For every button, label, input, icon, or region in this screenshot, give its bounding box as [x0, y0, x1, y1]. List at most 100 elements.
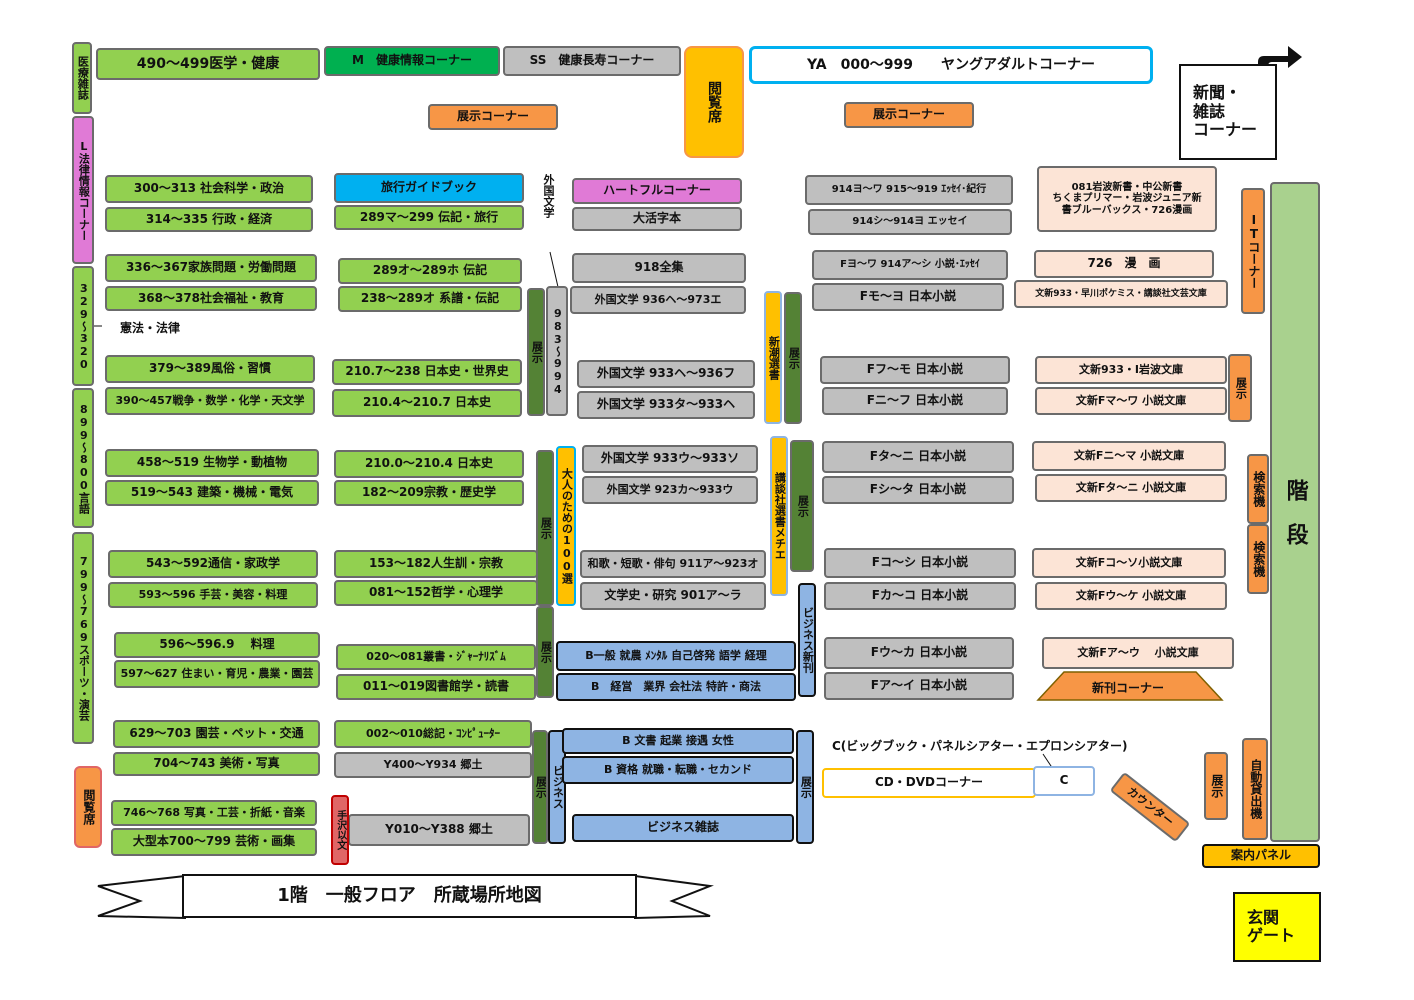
shelf-799-769: 799～769スポーツ・演芸: [72, 532, 94, 744]
hand-kanbun: 手沢以文: [331, 795, 349, 865]
display-right-2: 展示: [790, 440, 814, 572]
shelf-col4-10: Fカ～コ 日本小説: [824, 582, 1016, 610]
shelf-col3-10: 文学史・研究 901ア～ラ: [580, 582, 766, 610]
shelf-col1-2: 314～335 行政・経済: [105, 207, 313, 232]
heartful-corner: ハートフルコーナー: [572, 178, 742, 204]
page-title: 1階 一般フロア 所蔵場所地図: [182, 874, 637, 918]
shelf-col1-14: 704～743 美術・写真: [113, 752, 320, 776]
shelf-983-994: 983～994: [546, 286, 568, 416]
it-corner: ITコーナー: [1241, 188, 1265, 314]
display-mid-3: 展示: [536, 606, 554, 698]
shelf-899-800: 899～800言語: [72, 388, 94, 528]
manga-shelf: 726 漫 画: [1034, 250, 1214, 278]
shelf-col3-9: 和歌・短歌・俳句 911ア～923オ: [580, 550, 766, 578]
display-right-1: 展示: [784, 292, 802, 424]
cd-dvd-corner: CD・DVDコーナー: [822, 768, 1036, 798]
search-terminal-2: 検索機: [1247, 524, 1269, 594]
search-terminal-1: 検索機: [1247, 454, 1269, 524]
shelf-col2-7: 210.0～210.4 日本史: [334, 450, 524, 478]
shelf-col1-16: 大型本700～799 芸術・画集: [111, 828, 317, 856]
shelf-col1-13: 629～703 園芸・ペット・交通: [113, 720, 320, 748]
foreign-lit-label: 外国文学: [542, 174, 555, 218]
shelf-col1-11: 596～596.9 料理: [114, 632, 320, 658]
shelf-col5-4: 文新933・I岩波文庫: [1035, 356, 1227, 384]
display-wall: 展示: [1228, 354, 1252, 422]
display-bottom-right: 展示: [1204, 752, 1228, 820]
m-health-corner: M 健康情報コーナー: [324, 46, 500, 76]
display-right-3: 展示: [796, 730, 814, 844]
business-shelf-3: B 文書 起業 接遇 女性: [562, 728, 794, 754]
shelf-col4-7: Fタ～ニ 日本小説: [822, 441, 1014, 473]
shelf-col4-1: 914ヨ～ワ 915～919 ｴｯｾｲ･紀行: [805, 175, 1013, 205]
shelf-col3-4: 外国文学 936ヘ～973エ: [570, 286, 746, 314]
reading-seats-top: 閲覧席: [684, 46, 744, 158]
shelf-329-320: 329～320: [72, 266, 94, 386]
display-mid-2: 展示: [536, 450, 554, 606]
shelf-col1-4: 368～378社会福祉・教育: [105, 286, 317, 311]
shelf-col4-6: Fニ～フ 日本小説: [822, 387, 1008, 415]
display-mid-1: 展示: [527, 288, 545, 416]
c-corner-box: C: [1033, 766, 1095, 796]
shelf-col4-11: Fウ～カ 日本小説: [824, 637, 1014, 669]
shelf-col2-14: Y400～Y934 郷土: [334, 752, 532, 778]
shelf-col2-5: 210.7～238 日本史・世界史: [332, 359, 522, 385]
shelf-col3-7: 外国文学 933ウ～933ソ: [582, 445, 758, 473]
shelf-col2-13: 002～010総記・ｺﾝﾋﾟｭｰﾀｰ: [334, 720, 532, 748]
shelf-col3-6: 外国文学 933タ～933ヘ: [577, 391, 755, 419]
shelf-col4-9: Fコ～シ 日本小説: [824, 548, 1016, 578]
new-books-corner: 新刊コーナー: [1092, 681, 1165, 695]
ya-corner: YA 000～999 ヤングアダルトコーナー: [749, 46, 1153, 84]
shelf-col1-1: 300～313 社会科学・政治: [105, 175, 313, 203]
display-corner-left: 展示コーナー: [428, 104, 558, 130]
display-mid-4: 展示: [532, 730, 548, 844]
law-info-corner: L法律情報コーナー: [72, 116, 94, 264]
shelf-col1-9: 543～592通信・家政学: [108, 550, 318, 578]
shelf-medicine: 490～499医学・健康: [96, 48, 320, 80]
reading-seats-left: 閲覧席: [74, 766, 102, 848]
kodansha-metier: 講談社選書メチエ: [770, 436, 788, 596]
info-panel: 案内パネル: [1202, 844, 1320, 868]
shelf-col3-3: 918全集: [572, 253, 746, 283]
shelf-col4-2: 914シ～914ヨ エッセイ: [808, 209, 1012, 235]
stairs: 階 段: [1270, 182, 1320, 842]
shelf-col1-5: 379～389風俗・習慣: [105, 355, 315, 383]
shelf-col5-5: 文新Fマ～ワ 小説文庫: [1035, 387, 1227, 415]
shelf-col2-2: 289マ～299 伝記・旅行: [334, 205, 524, 230]
shelf-col1-15: 746～768 写真・工芸・折紙・音楽: [111, 800, 317, 826]
auto-lending-machine: 自動貸出機: [1242, 738, 1268, 840]
display-corner-right: 展示コーナー: [844, 102, 974, 128]
adult-100-selection: 大人のための100選: [556, 446, 576, 606]
shelf-col3-5: 外国文学 933ヘ～936フ: [577, 360, 755, 388]
ss-health-corner: SS 健康長寿コーナー: [503, 46, 681, 76]
business-vertical: ビジネス: [548, 730, 566, 844]
shelf-col3-8: 外国文学 923カ～933ウ: [582, 476, 758, 504]
shinsho-shelf: 081岩波新書・中公新書 ちくまプリマー・岩波ジュニア新 書ブルーバックス・72…: [1037, 166, 1217, 232]
large-print-books: 大活字本: [572, 207, 742, 231]
title-ribbon-right: [634, 874, 714, 920]
shelf-col5-8: 文新Fコ～ソ小説文庫: [1032, 548, 1226, 578]
shelf-col2-11: 020～081叢書・ｼﾞｬｰﾅﾘｽﾞﾑ: [336, 644, 536, 670]
new-books-shape: [1036, 671, 1224, 701]
shelf-col2-10: 081～152哲学・心理学: [334, 580, 538, 606]
title-ribbon-left: [97, 874, 186, 920]
shelf-col4-12: Fア～イ 日本小説: [824, 672, 1014, 700]
c-corner-label: C(ビッグブック・パネルシアター・エプロンシアター): [832, 739, 1128, 753]
shelf-col5-9: 文新Fウ～ケ 小説文庫: [1035, 582, 1227, 610]
business-shelf-1: B一般 就農 ﾒﾝﾀﾙ 自己啓発 語学 経理: [556, 641, 796, 671]
shelf-col1-8: 519～543 建築・機械・電気: [105, 480, 319, 506]
shelf-col1-7: 458～519 生物学・動植物: [105, 449, 319, 477]
shincho-sensho: 新潮選書: [764, 291, 782, 424]
shelf-col4-8: Fシ～タ 日本小説: [822, 476, 1014, 504]
shelf-col4-4: Fモ～ヨ 日本小説: [812, 283, 1004, 311]
shelf-col2-4: 238～289オ 系譜・伝記: [338, 286, 522, 312]
shelf-col2-15: Y010～Y388 郷土: [348, 814, 530, 846]
shelf-col5-6: 文新Fニ～マ 小説文庫: [1032, 441, 1226, 471]
shelf-col5-3: 文新933・早川ポケミス・講談社文芸文庫: [1014, 280, 1228, 308]
entrance-gate: 玄関 ゲート: [1233, 892, 1321, 962]
shelf-col2-9: 153～182人生訓・宗教: [334, 550, 538, 578]
shelf-col5-7: 文新Fタ～ニ 小説文庫: [1035, 474, 1227, 502]
medical-magazine: 医療雑誌: [72, 42, 92, 114]
shelf-col4-5: Fフ～モ 日本小説: [820, 356, 1010, 384]
shelf-col1-6: 390～457戦争・数学・化学・天文学: [105, 387, 315, 415]
